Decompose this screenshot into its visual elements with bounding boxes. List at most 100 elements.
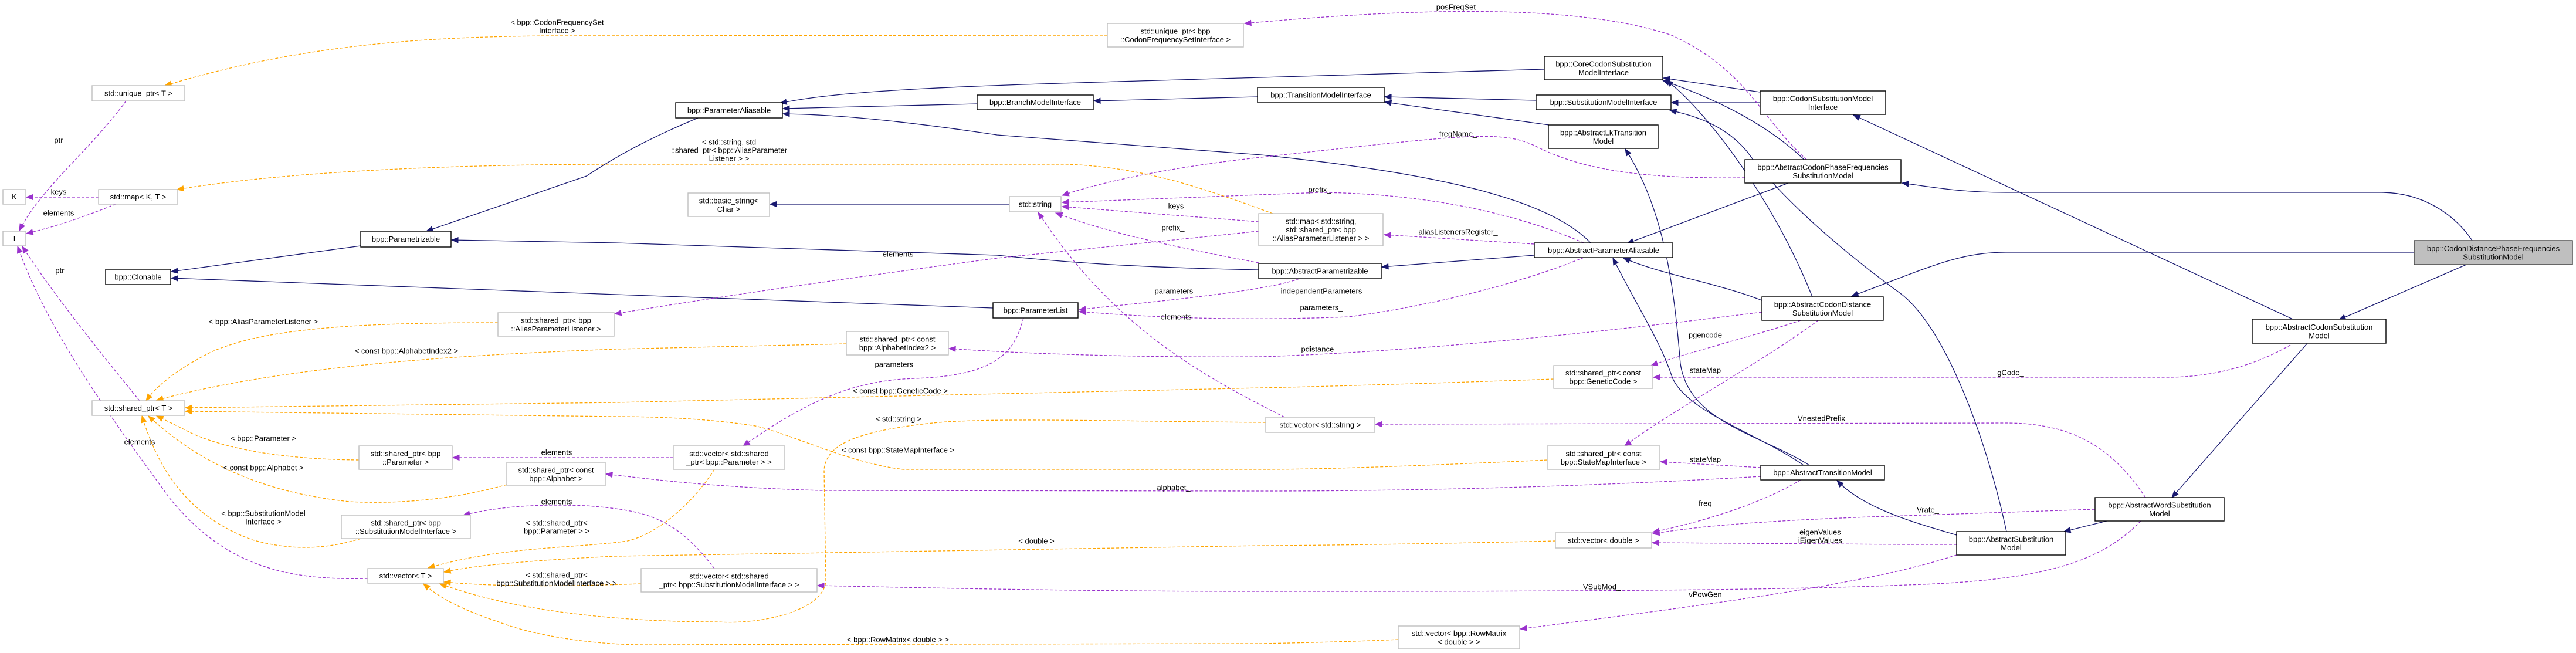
node-label: SubstitutionModel	[2463, 252, 2523, 261]
node-box	[360, 231, 452, 248]
edge-line	[1902, 182, 2473, 241]
class-node-T[interactable]: T	[2, 231, 26, 246]
edge-template-spp-to-sp	[155, 415, 360, 461]
edge-label: < bpp::SubstitutionModel	[221, 509, 306, 518]
class-node-spsm[interactable]: std::shared_ptr< constbpp::StateMapInter…	[1547, 445, 1660, 470]
class-node-pz[interactable]: bpp::Parametrizable	[360, 231, 452, 248]
node-label: bpp::AlphabetIndex2 >	[859, 343, 936, 352]
class-node-bstr[interactable]: std::basic_string<Char >	[687, 192, 770, 217]
class-node-apa[interactable]: bpp::AbstractParameterAliasable	[1534, 242, 1673, 258]
class-node-spapl[interactable]: std::shared_ptr< bpp::AliasParameterList…	[497, 312, 615, 337]
node-label: Interface	[1808, 103, 1838, 111]
edge-template-upcfs-to-up	[164, 35, 1108, 87]
node-label: bpp::AbstractCodonSubstitution	[2266, 323, 2373, 331]
class-node-pa[interactable]: bpp::ParameterAliasable	[675, 102, 783, 119]
edge-line	[428, 469, 715, 569]
class-node-smi[interactable]: bpp::SubstitutionModelInterface	[1536, 94, 1672, 110]
node-box	[640, 568, 818, 593]
class-node-up[interactable]: std::unique_ptr< T >	[91, 85, 185, 101]
edge-label: < const bpp::AlphabetIndex2 >	[355, 347, 458, 356]
class-node-spsmi[interactable]: std::shared_ptr< bpp::SubstitutionModelI…	[341, 515, 471, 539]
arrowhead-icon	[1061, 190, 1070, 197]
edge-line	[1093, 96, 1258, 101]
node-label: bpp::TransitionModelInterface	[1270, 91, 1371, 100]
class-node-vstr[interactable]: std::vector< std::string >	[1265, 417, 1375, 433]
edge-template-spgc-to-sp	[184, 378, 1554, 411]
class-node-map[interactable]: std::map< K, T >	[98, 189, 178, 205]
arrowhead-icon	[145, 393, 153, 402]
arrowhead-icon	[443, 567, 452, 574]
edge-line	[1612, 258, 1804, 466]
class-node-atm[interactable]: bpp::AbstractTransitionModel	[1760, 465, 1885, 481]
edge-label: keys	[1168, 202, 1184, 211]
node-label: bpp::CodonDistancePhaseFrequencies	[2427, 244, 2560, 253]
class-node-tmi[interactable]: bpp::TransitionModelInterface	[1257, 87, 1385, 103]
class-node-target[interactable]: bpp::CodonDistancePhaseFrequenciesSubsti…	[2414, 240, 2573, 265]
node-label: SubstitutionModel	[1792, 309, 1853, 317]
class-node-pl[interactable]: bpp::ParameterList	[992, 302, 1079, 319]
arrowhead-icon	[439, 583, 448, 589]
edge-member-acpfsm-to-upcfs	[1243, 11, 1807, 160]
class-node-upcfs[interactable]: std::unique_ptr< bpp::CodonFrequencySetI…	[1107, 23, 1244, 48]
edge-member-map-to-T	[25, 204, 116, 235]
class-node-vT[interactable]: std::vector< T >	[367, 568, 444, 584]
node-label: Model	[2149, 509, 2170, 518]
class-node-spai2[interactable]: std::shared_ptr< constbpp::AlphabetIndex…	[846, 331, 949, 356]
arrowhead-icon	[25, 194, 33, 201]
class-node-cl[interactable]: bpp::Clonable	[105, 269, 171, 285]
node-label: bpp::AbstractCodonPhaseFrequencies	[1757, 163, 1889, 171]
class-node-bmi[interactable]: bpp::BranchModelInterface	[977, 94, 1094, 110]
edge-label: keys	[51, 188, 67, 197]
node-box	[2, 231, 26, 246]
edge-line	[26, 204, 116, 234]
edge-label: < std::string, std	[702, 138, 756, 147]
edge-line	[1520, 554, 1957, 630]
edge-label: gCode_	[1997, 368, 2024, 377]
node-label: _ptr< bpp::Parameter > >	[686, 458, 772, 466]
edge-inherit-asm-to-smi	[1669, 109, 2007, 532]
edge-label: < std::shared_ptr<	[526, 519, 588, 527]
class-node-vd[interactable]: std::vector< double >	[1555, 532, 1652, 549]
node-label: Model	[2001, 543, 2022, 552]
node-box	[91, 400, 185, 416]
class-node-vspsmi[interactable]: std::vector< std::shared_ptr< bpp::Subst…	[640, 568, 818, 593]
arrowhead-icon	[1650, 360, 1659, 367]
class-node-acpfsm[interactable]: bpp::AbstractCodonPhaseFrequenciesSubsti…	[1744, 159, 1902, 184]
arrowhead-icon	[1383, 232, 1391, 238]
class-node-spp[interactable]: std::shared_ptr< bpp::Parameter >	[358, 445, 453, 470]
edge-label: parameters_	[875, 360, 918, 369]
class-node-K[interactable]: K	[2, 189, 26, 205]
edge-line	[2338, 264, 2467, 320]
edge-inherit-acsm-to-csmi	[1852, 114, 2293, 320]
edge-label: Interface >	[245, 517, 282, 526]
class-node-vrm[interactable]: std::vector< bpp::RowMatrix< double > >	[1398, 625, 1520, 649]
edge-member-acdsm-to-spgc	[1650, 320, 1801, 367]
node-box	[1398, 625, 1520, 649]
class-node-vspp[interactable]: std::vector< std::shared_ptr< bpp::Param…	[673, 445, 785, 470]
node-label: bpp::Clonable	[114, 273, 161, 282]
class-node-acdsm[interactable]: bpp::AbstractCodonDistanceSubstitutionMo…	[1761, 296, 1884, 321]
edge-template-spapl-to-sp	[145, 322, 499, 402]
edge-label: elements	[541, 448, 572, 457]
edge-line	[1055, 212, 1259, 263]
class-node-apz[interactable]: bpp::AbstractParametrizable	[1258, 263, 1382, 279]
class-node-mapsal[interactable]: std::map< std::string,std::shared_ptr< b…	[1258, 213, 1384, 246]
edge-inherit-target-to-acsm	[2338, 264, 2467, 320]
node-box	[1257, 87, 1385, 103]
class-node-str[interactable]: std::string	[1009, 196, 1062, 212]
class-node-sp[interactable]: std::shared_ptr< T >	[91, 400, 185, 416]
arrowhead-icon	[1093, 97, 1101, 104]
edge-line	[439, 419, 1266, 623]
node-label: ::Parameter >	[382, 458, 429, 466]
edge-line	[743, 317, 1024, 446]
node-box	[2, 189, 26, 205]
edge-line	[1650, 320, 1801, 366]
